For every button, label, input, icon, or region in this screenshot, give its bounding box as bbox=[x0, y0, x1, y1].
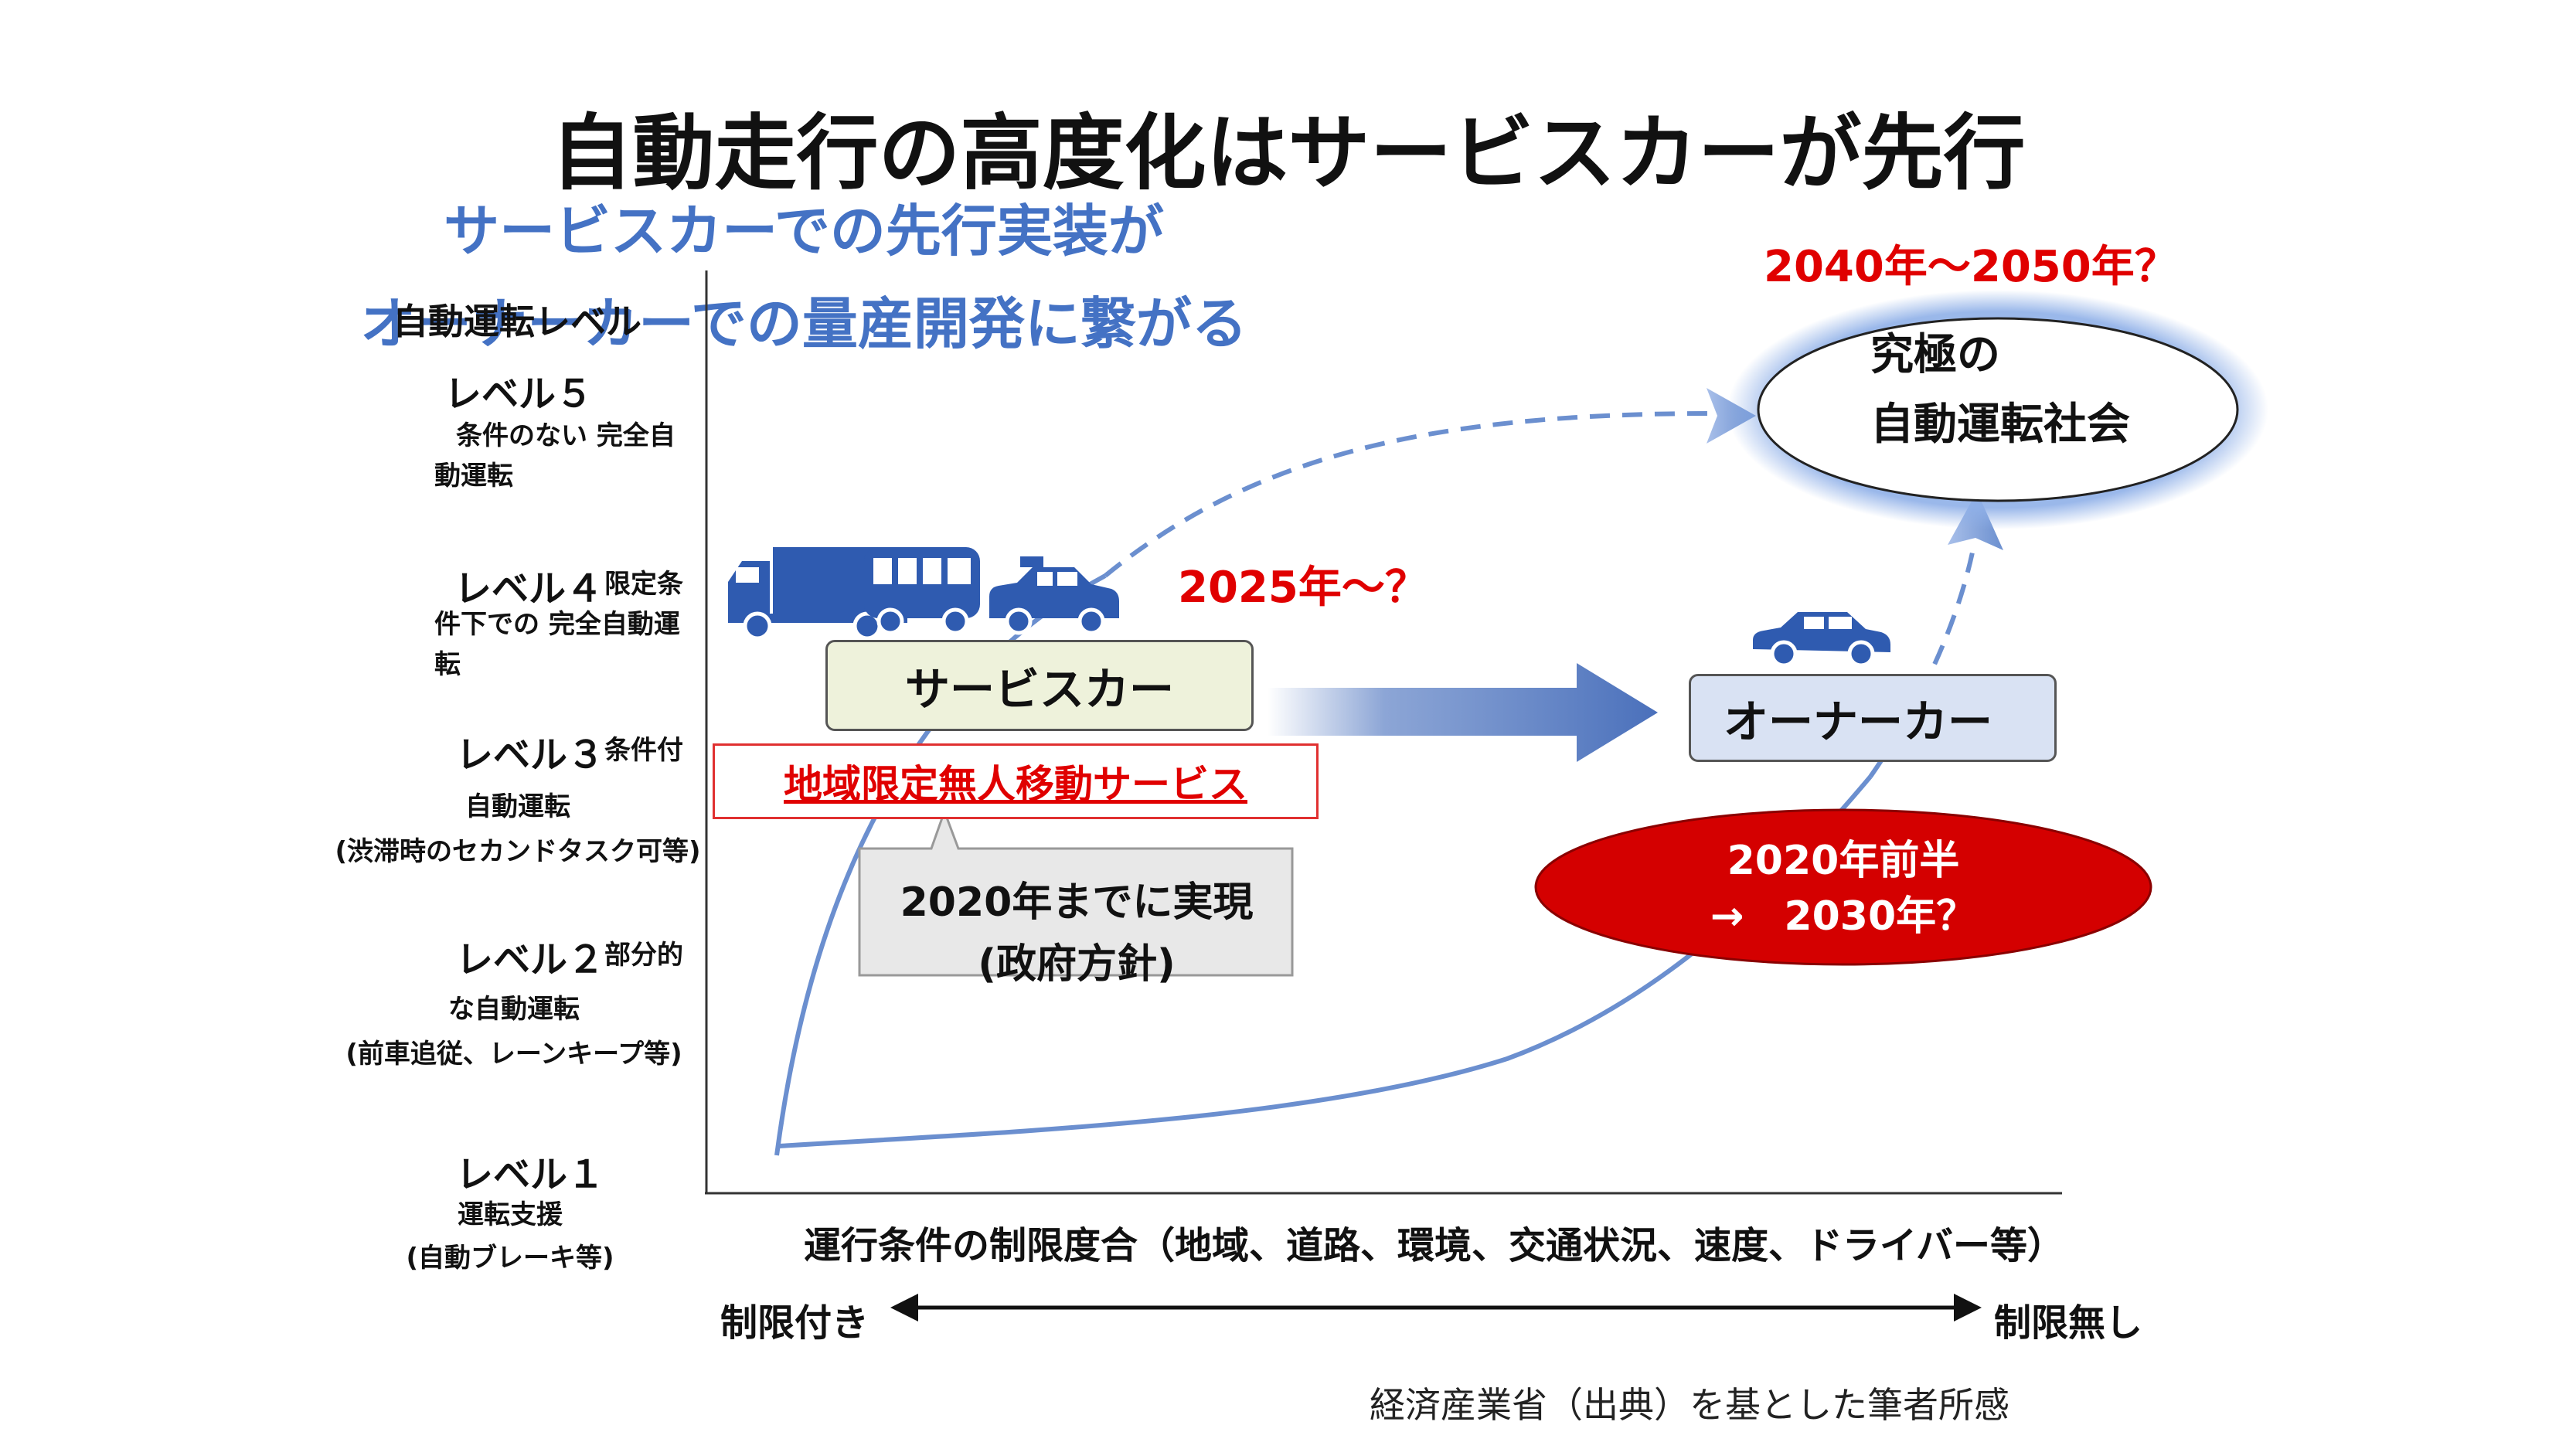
restriction-arrow-right bbox=[1954, 1294, 1982, 1321]
level-2-desc: な自動運転 (前車追従、レーンキープ等) bbox=[345, 994, 682, 1070]
level-4-title: レベル４ bbox=[454, 567, 604, 611]
y-axis-header: 自動運転レベル bbox=[393, 301, 641, 342]
government-callout-text: 2020年までに実現 (政府方針) bbox=[900, 879, 1254, 988]
service-car-label: サービスカー bbox=[904, 663, 1174, 716]
level-1-title: レベル１ bbox=[456, 1153, 605, 1196]
government-callout bbox=[858, 808, 1294, 977]
level-4-inline: 限定条 bbox=[604, 569, 683, 600]
level-5-desc: 条件のない 完全自 動運転 bbox=[434, 420, 675, 492]
owner-timeline-ellipse bbox=[1534, 808, 2152, 966]
restriction-arrow-left bbox=[890, 1294, 918, 1321]
goal-text: 究極の 自動運転社会 bbox=[1870, 330, 2130, 450]
regional-service-box: 地域限定無人移動サービス bbox=[713, 743, 1319, 819]
level-2-title: レベル２ bbox=[456, 938, 605, 981]
owner-timeline-text: 2020年前半 → 2030年？ bbox=[1710, 838, 1977, 940]
level-1-desc: 運転支援 (自動ブレーキ等) bbox=[406, 1199, 614, 1274]
transition-arrow bbox=[1268, 663, 1658, 762]
owner-car-label: オーナーカー bbox=[1724, 696, 1993, 748]
service-car-box: サービスカー bbox=[825, 640, 1254, 731]
page-title: 自動走行の高度化はサービスカーが先行 bbox=[550, 106, 2026, 201]
level-2-inline: 部分的 bbox=[604, 940, 683, 971]
level-3-desc: 自動運転 (渋滞時のセカンドタスク可等) bbox=[335, 791, 701, 867]
goal-ellipse bbox=[1757, 317, 2239, 502]
level-4-desc: 件下での 完全自動運 転 bbox=[434, 609, 680, 680]
owner-car-box: オーナーカー bbox=[1689, 674, 2057, 762]
car-icon bbox=[1753, 612, 1890, 668]
bus-icon bbox=[864, 547, 980, 635]
x-axis-left-label: 制限付き bbox=[720, 1301, 869, 1345]
x-axis-label: 運行条件の制限度合（地域、道路、環境、交通状況、速度、ドライバー等） bbox=[804, 1224, 2065, 1267]
subtitle-line-2: オーナーカーでの量産開発に繋がる bbox=[360, 291, 1247, 356]
regional-service-label: 地域限定無人移動サービス bbox=[784, 762, 1247, 807]
service-year-label: 2025年～？ bbox=[1178, 563, 1428, 613]
x-axis-right-label: 制限無し bbox=[1994, 1301, 2143, 1345]
taxi-icon bbox=[989, 556, 1119, 635]
level-3-title: レベル３ bbox=[456, 733, 605, 777]
subtitle-line-1: サービスカーでの先行実装が bbox=[444, 199, 1164, 264]
goal-year-label: 2040年～2050年？ bbox=[1764, 242, 2178, 292]
service-car-dashed-curve bbox=[1104, 411, 1713, 578]
source-note: 経済産業省（出典）を基とした筆者所感 bbox=[1370, 1384, 2009, 1426]
level-3-inline: 条件付 bbox=[604, 735, 683, 766]
level-5-title: レベル５ bbox=[444, 372, 594, 416]
